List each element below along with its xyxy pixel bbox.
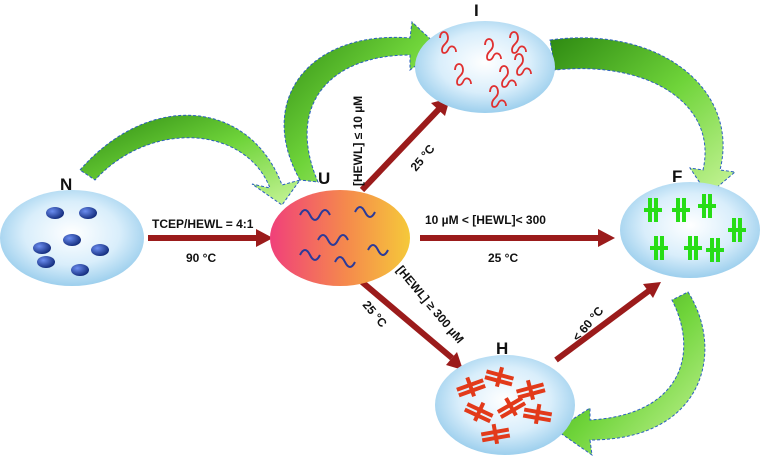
arrow-h-to-f xyxy=(554,282,661,363)
curve-arrow-f-to-h xyxy=(555,291,706,457)
arrow-u-to-i xyxy=(359,98,450,193)
curve-arrow-i-to-f xyxy=(549,37,737,196)
unfolded-chains xyxy=(299,206,389,268)
intermediate-coils xyxy=(439,31,532,108)
native-protein-blobs xyxy=(33,207,109,276)
edge-u-i-temperature: 25 °C xyxy=(408,142,438,174)
label-hydrogel: H xyxy=(496,339,508,358)
state-fibril xyxy=(620,182,760,278)
hydrogel-network xyxy=(456,366,553,445)
state-hydrogel xyxy=(435,355,575,455)
curve-arrow-n-to-u xyxy=(79,114,302,206)
state-unfolded xyxy=(270,190,410,286)
label-unfolded: U xyxy=(318,169,330,188)
edge-n-u-top: TCEP/HEWL = 4:1 xyxy=(152,217,254,231)
arrow-n-to-u xyxy=(148,229,273,247)
arrow-u-to-h xyxy=(360,279,463,370)
label-fibril: F xyxy=(672,167,682,186)
edge-u-f-bottom: 25 °C xyxy=(488,251,518,265)
fibril-units xyxy=(644,194,746,262)
arrow-u-to-f xyxy=(420,229,615,247)
edge-u-h-concentration: [HEWL] ≥ 300 µM xyxy=(394,263,467,346)
edge-u-i-concentration: [HEWL] ≤ 10 µM xyxy=(351,96,365,186)
state-native xyxy=(0,190,144,286)
edge-n-u-bottom: 90 °C xyxy=(186,251,216,265)
state-intermediate xyxy=(415,21,555,113)
label-intermediate: I xyxy=(474,1,479,20)
label-native: N xyxy=(60,175,72,194)
edge-u-f-top: 10 µM < [HEWL]< 300 xyxy=(425,213,546,227)
